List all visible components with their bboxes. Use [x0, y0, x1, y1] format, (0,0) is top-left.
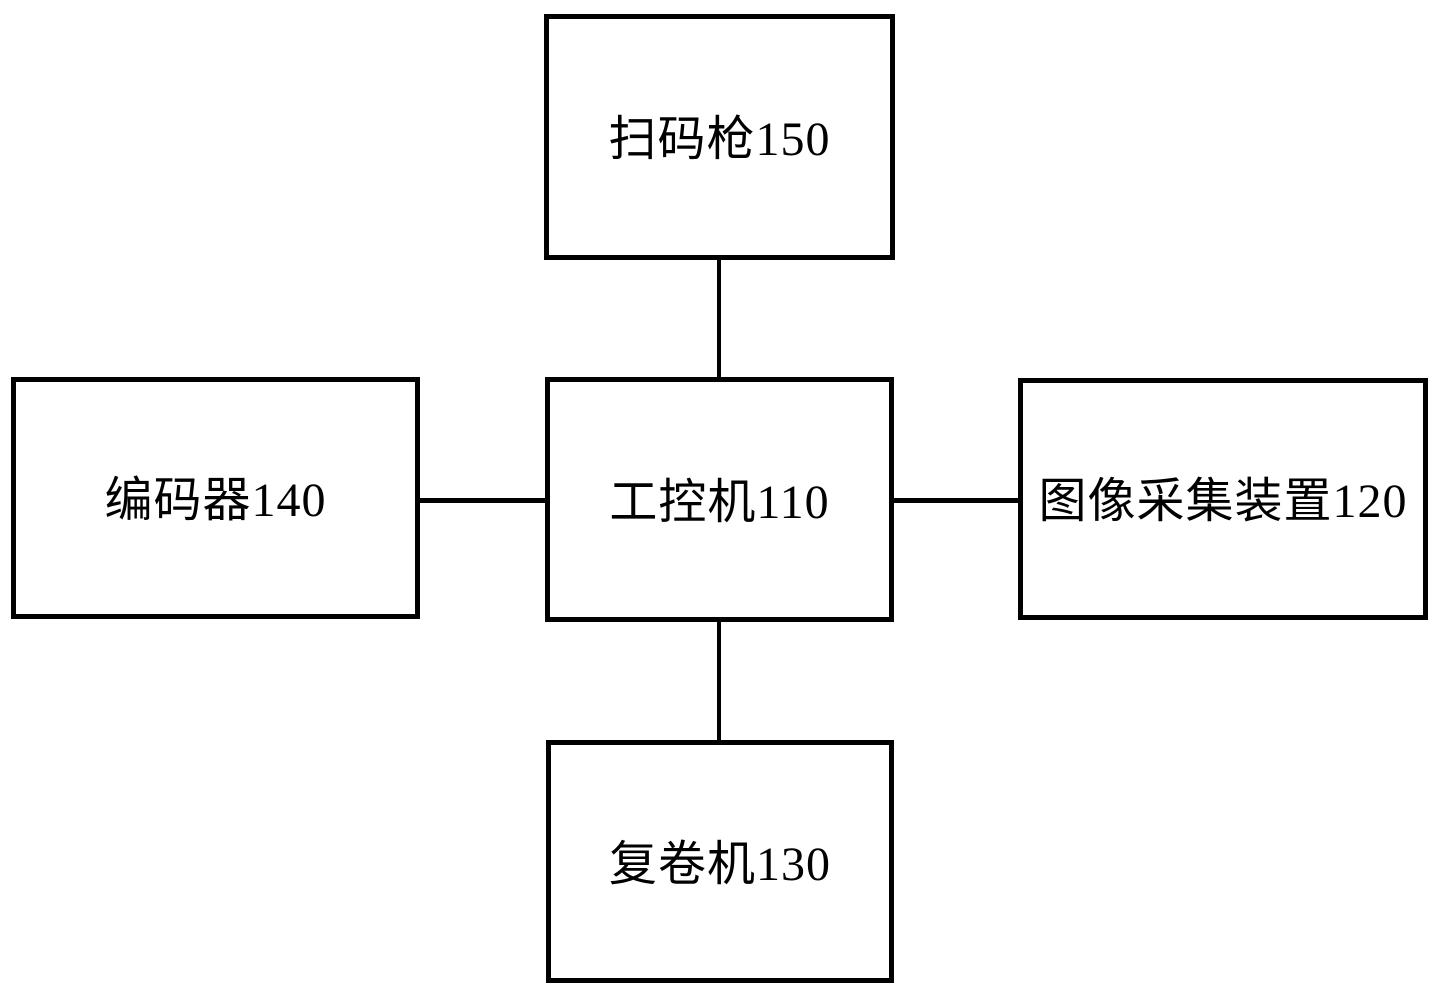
node-scanner-gun: 扫码枪150 — [544, 14, 895, 260]
node-image-capture-device-label: 图像采集装置120 — [1038, 475, 1408, 528]
node-image-capture-device: 图像采集装置120 — [1018, 378, 1428, 620]
node-rewinder: 复卷机130 — [546, 740, 894, 983]
edge-ipc-to-rewinder — [717, 620, 721, 742]
edge-scanner-to-ipc — [717, 258, 721, 379]
node-encoder-label: 编码器140 — [104, 474, 327, 527]
node-encoder: 编码器140 — [11, 377, 420, 619]
node-industrial-pc: 工控机110 — [545, 377, 894, 622]
node-industrial-pc-label: 工控机110 — [609, 475, 830, 529]
edge-encoder-to-ipc — [418, 498, 547, 503]
edge-ipc-to-image-capture — [892, 498, 1020, 503]
node-scanner-gun-label: 扫码枪150 — [608, 113, 831, 166]
node-rewinder-label: 复卷机130 — [608, 837, 831, 891]
